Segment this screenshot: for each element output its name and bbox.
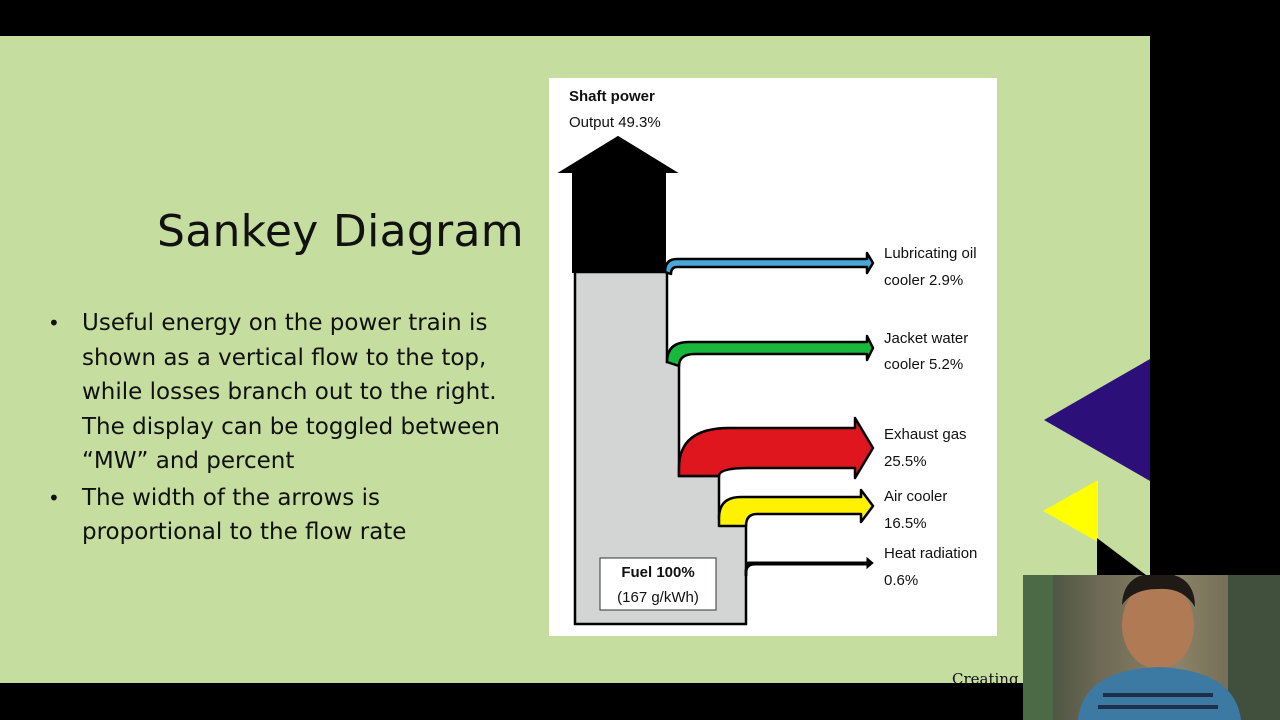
shaft-power-arrow [557,135,679,273]
bullet-item: Useful energy on the power train is show… [48,306,518,479]
fuel-sub-label: (167 g/kWh) [617,589,699,606]
flow-label: 0.6% [884,572,918,589]
flow-label: 16.5% [884,515,927,532]
flow-label: Jacket water [884,330,968,347]
slide: Sankey Diagram Useful energy on the powe… [0,36,1150,683]
decor-triangle-navy [1044,359,1150,481]
flow-label: Lubricating oil [884,245,977,262]
fuel-label-box [599,557,717,611]
shaft-power-label: Shaft power [569,88,655,105]
flow-arrow-jacket-water [665,334,875,368]
flow-label: Heat radiation [884,545,977,562]
sankey-svg: Fuel 100% (167 g/kWh) Shaft power Output… [557,88,977,626]
sankey-diagram: Fuel 100% (167 g/kWh) Shaft power Output… [549,78,997,636]
bullet-item: The width of the arrows is proportional … [48,481,518,550]
flow-label: Air cooler [884,488,947,505]
bullet-list: Useful energy on the power train is show… [48,306,518,552]
decor-triangle-black [1097,538,1150,578]
flow-arrow-exhaust-gas [677,416,875,480]
flow-label: cooler 2.9% [884,272,963,289]
creating-watermark: Creating [952,670,1019,683]
flow-arrow-lubricating-oil [663,251,875,276]
flow-arrow-air-cooler [717,488,875,528]
flow-label: Exhaust gas [884,426,967,443]
shaft-power-value: Output 49.3% [569,114,661,131]
flow-label: cooler 5.2% [884,356,963,373]
flow-label: 25.5% [884,453,927,470]
webcam-overlay [1023,575,1280,720]
presenter-video [1023,575,1280,720]
heat-radiation-line [744,562,867,576]
decor-triangle-yellow [1043,480,1098,542]
fuel-label: Fuel 100% [621,564,694,581]
slide-title: Sankey Diagram [157,206,524,257]
